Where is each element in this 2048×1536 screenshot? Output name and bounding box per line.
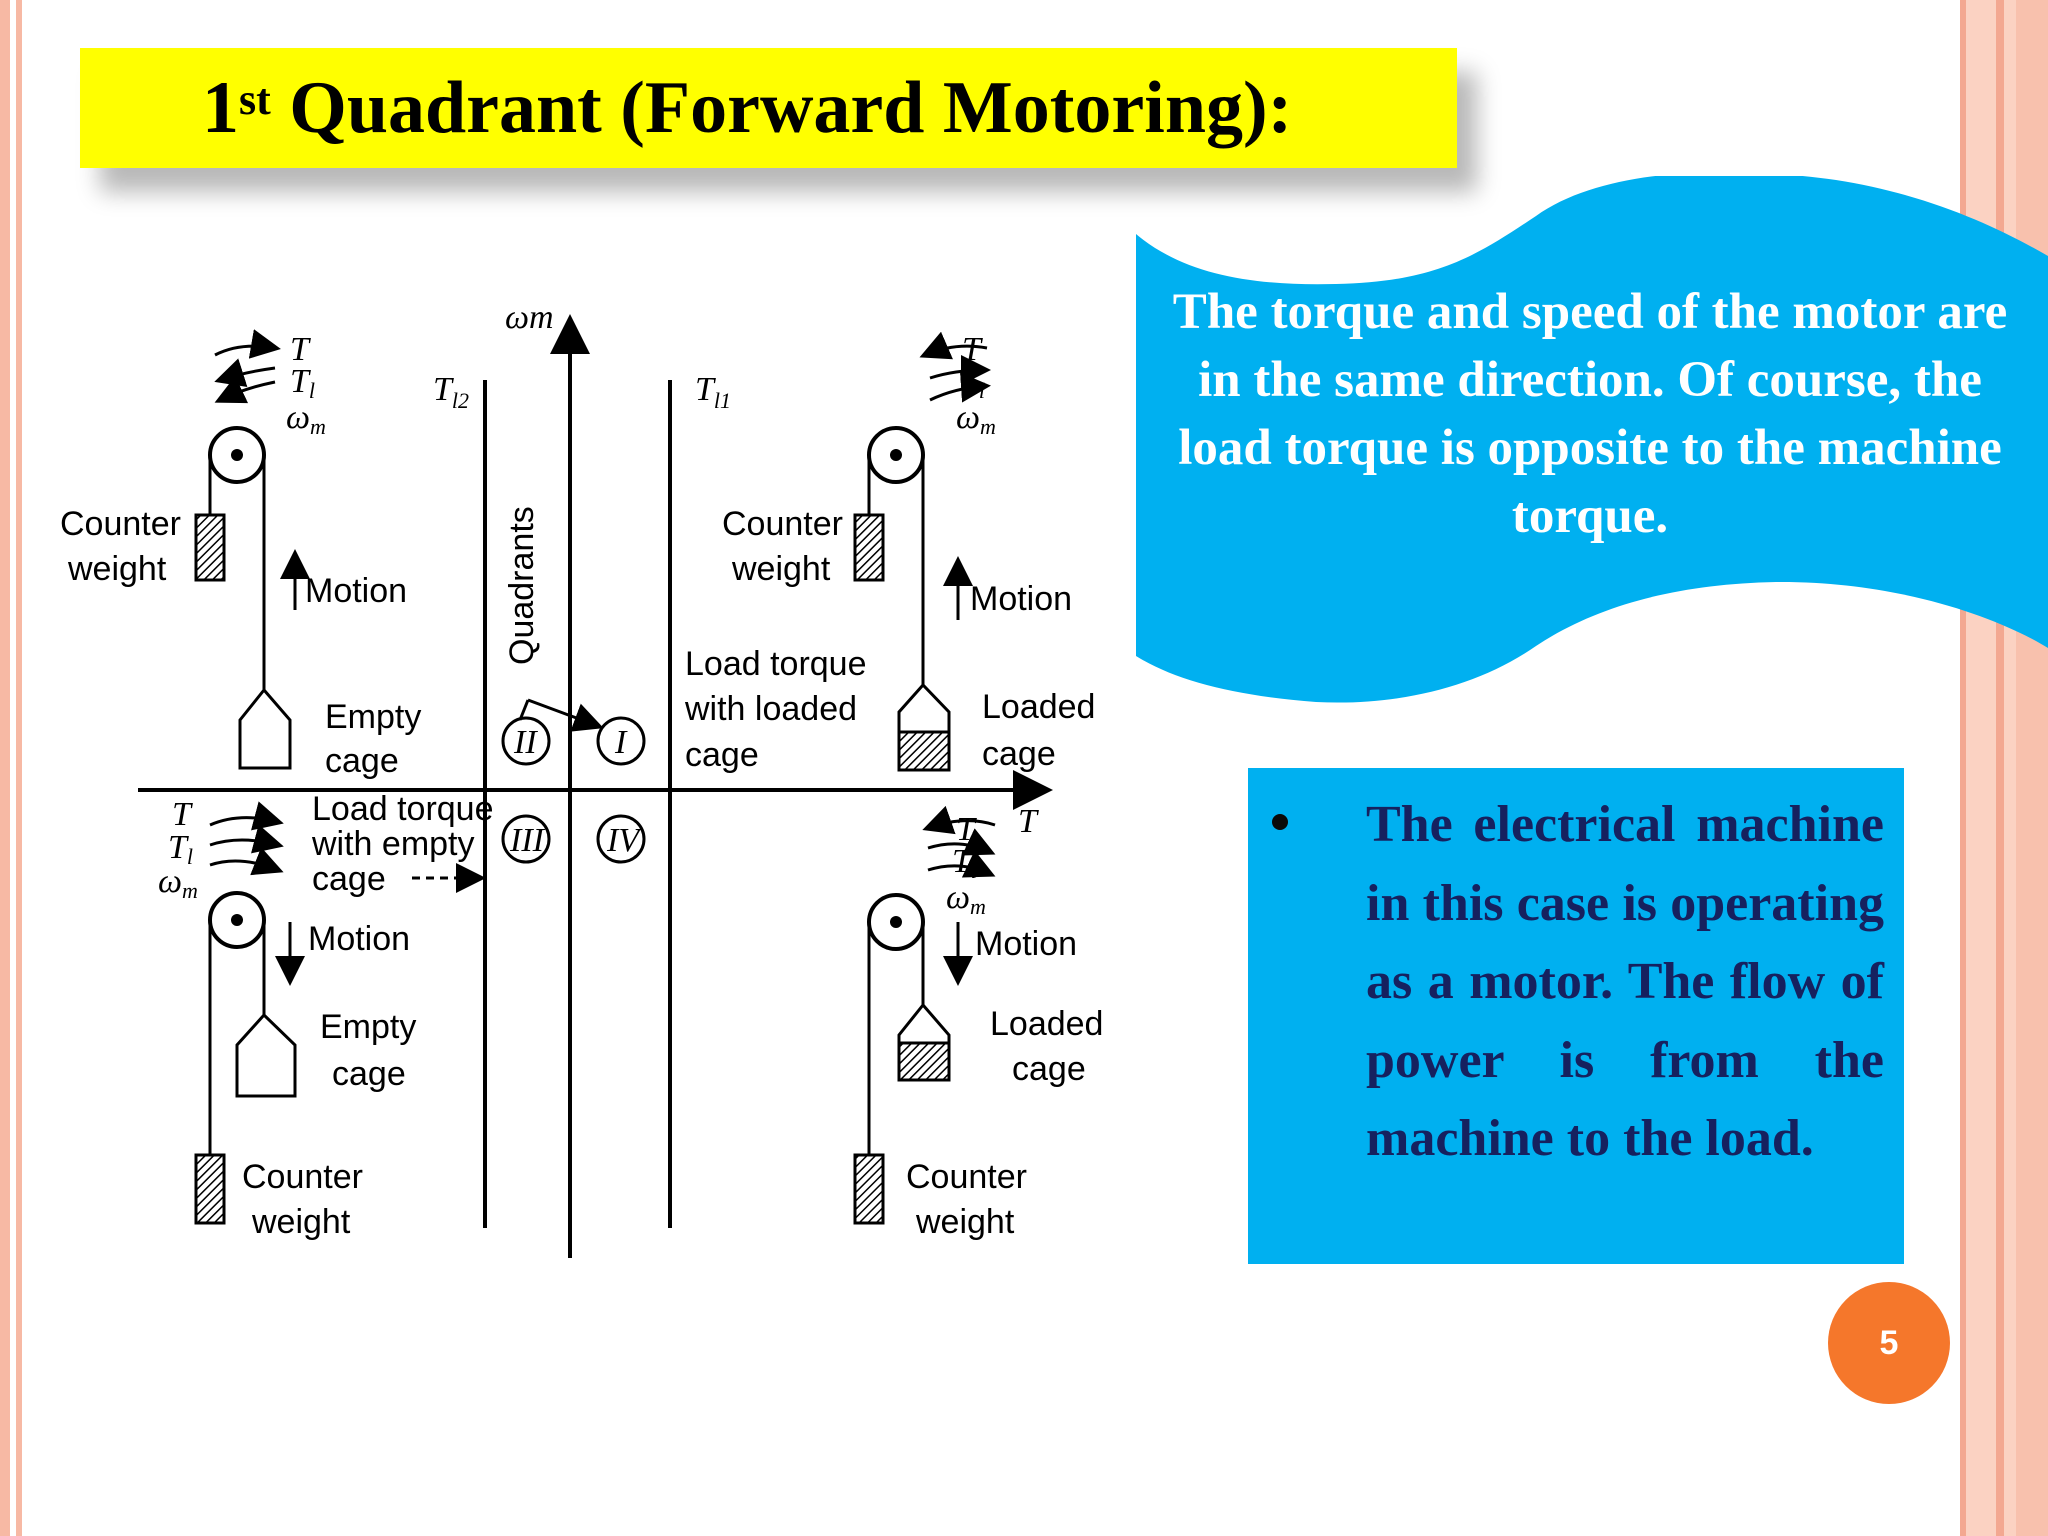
svg-text:T: T <box>290 331 311 368</box>
page-number-badge: 5 <box>1828 1282 1950 1404</box>
svg-text:Loaded: Loaded <box>982 688 1095 726</box>
hoist-quadrant-2: T Tl ωm Counter weight Motion Empty cage <box>60 329 421 780</box>
svg-text:Counter: Counter <box>60 505 181 543</box>
svg-text:T: T <box>956 811 977 848</box>
hoist-quadrant-1: T Tl ωm Counter weight Motion Loaded cag… <box>684 331 1095 774</box>
info-box: The electrical machine in this case is o… <box>1248 768 1904 1264</box>
svg-text:cage: cage <box>325 742 399 780</box>
quadrant-markers: Quadrants II I III IV <box>501 506 646 864</box>
svg-text:I: I <box>614 724 628 761</box>
svg-text:Motion: Motion <box>975 925 1077 963</box>
svg-text:II: II <box>513 724 538 761</box>
svg-text:ωm: ωm <box>158 863 198 903</box>
info-bullet-text: The electrical machine in this case is o… <box>1366 796 1884 1167</box>
svg-text:weight: weight <box>251 1203 351 1241</box>
svg-text:cage: cage <box>685 736 759 774</box>
svg-text:with empty: with empty <box>311 825 475 863</box>
svg-text:ωm: ωm <box>286 399 326 439</box>
callout-text: The torque and speed of the motor are in… <box>1172 284 2008 544</box>
title-banner: 1st Quadrant (Forward Motoring): <box>80 48 1457 168</box>
quadrants-label: Quadrants <box>503 506 541 665</box>
tl2-label: Tl2 <box>433 371 469 413</box>
callout-shape <box>1136 176 2048 706</box>
svg-text:Motion: Motion <box>305 572 407 610</box>
bullet-dot-icon <box>1272 814 1288 830</box>
svg-text:Motion: Motion <box>970 580 1072 618</box>
quadrant-i-marker <box>596 716 646 766</box>
left-border <box>0 0 28 1536</box>
hoist-quadrant-3: T Tl ωm Load torque with empty cage Moti… <box>158 790 494 1241</box>
svg-text:Empty: Empty <box>320 1008 416 1046</box>
svg-text:Counter: Counter <box>906 1158 1027 1196</box>
svg-text:weight: weight <box>731 550 831 588</box>
four-quadrant-hoist-diagram: ωm T Tl2 Tl1 Quadrants II I III IV T Tl … <box>60 300 1103 1258</box>
svg-text:ωm: ωm <box>946 879 986 919</box>
torque-axis-label: T <box>1018 803 1039 840</box>
svg-text:cage: cage <box>332 1055 406 1093</box>
svg-text:cage: cage <box>1012 1050 1086 1088</box>
slide-title: 1st Quadrant (Forward Motoring): <box>202 67 1293 149</box>
svg-text:weight: weight <box>67 550 167 588</box>
svg-text:cage: cage <box>312 860 386 898</box>
svg-text:Load torque: Load torque <box>312 790 494 828</box>
speed-axis-label: ωm <box>505 300 554 336</box>
svg-text:IV: IV <box>606 822 643 859</box>
svg-text:Tl: Tl <box>290 363 315 403</box>
svg-text:weight: weight <box>915 1203 1015 1241</box>
svg-text:cage: cage <box>982 735 1056 773</box>
svg-text:Empty: Empty <box>325 698 421 736</box>
svg-text:T: T <box>962 331 983 368</box>
svg-text:T: T <box>172 796 193 833</box>
svg-text:with loaded: with loaded <box>684 690 857 728</box>
svg-text:Tl: Tl <box>168 829 193 869</box>
svg-text:Loaded: Loaded <box>990 1005 1103 1043</box>
svg-text:III: III <box>509 822 546 859</box>
quadrant-iii-marker <box>501 814 551 864</box>
quadrant-iv-marker <box>596 814 646 864</box>
svg-text:Load torque: Load torque <box>685 645 867 683</box>
quadrant-ii-marker <box>501 716 551 766</box>
svg-text:Motion: Motion <box>308 920 410 958</box>
svg-text:Tl: Tl <box>960 363 985 403</box>
svg-text:Counter: Counter <box>722 505 843 543</box>
svg-text:Tl: Tl <box>952 843 977 883</box>
hoist-quadrant-4: T Tl ωm Motion Loaded cage Counter weigh… <box>853 805 1103 1241</box>
axes: ωm T Tl2 Tl1 <box>138 300 1053 1258</box>
svg-text:Counter: Counter <box>242 1158 363 1196</box>
svg-text:ωm: ωm <box>956 399 996 439</box>
tl1-label: Tl1 <box>695 371 731 413</box>
